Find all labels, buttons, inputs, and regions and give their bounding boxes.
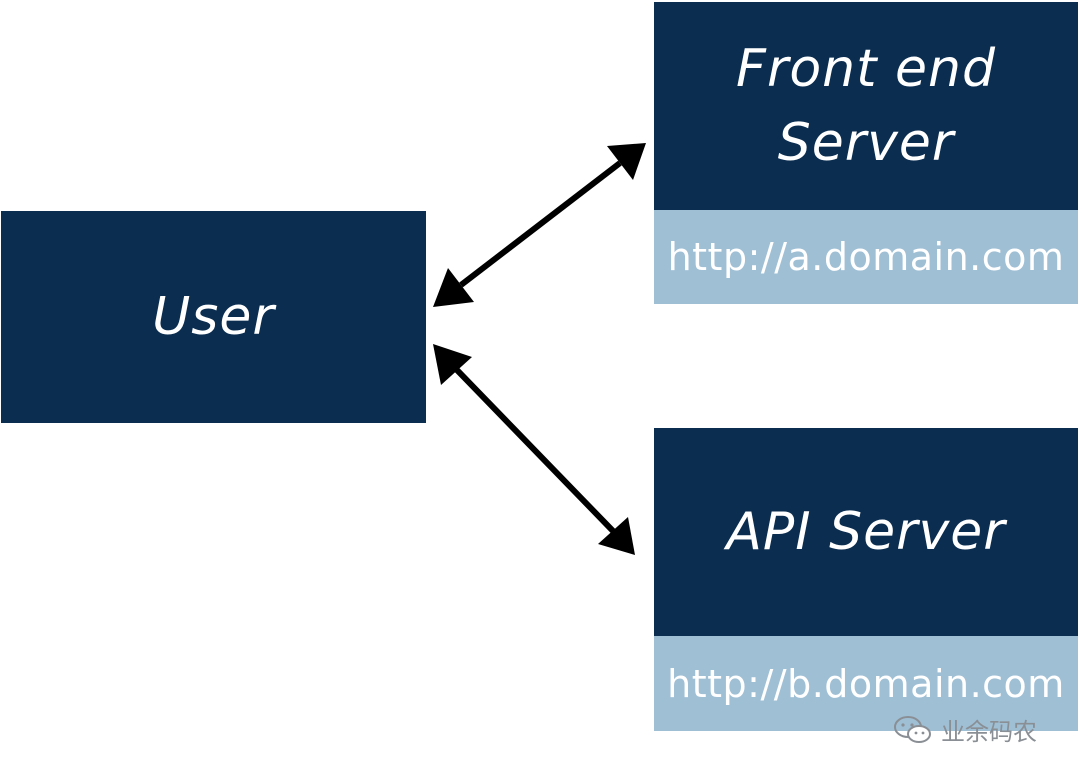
frontend-server-url-box: http://a.domain.com bbox=[654, 210, 1078, 304]
user-api-arrowhead-user-end bbox=[433, 344, 472, 385]
user-api-arrow bbox=[433, 344, 635, 555]
user-frontend-arrowhead-server-end bbox=[607, 143, 646, 180]
user-api-arrowhead-server-end bbox=[598, 517, 635, 555]
user-node: User bbox=[1, 211, 426, 423]
user-api-arrow-shaft bbox=[453, 366, 616, 534]
frontend-server-node: Front end Server bbox=[654, 2, 1078, 210]
watermark-text: 业余码农 bbox=[941, 718, 1037, 746]
api-server-node: API Server bbox=[654, 428, 1078, 636]
wechat-icon bbox=[894, 715, 931, 743]
api-server-url-box: http://b.domain.com bbox=[654, 636, 1078, 731]
frontend-server-url: http://a.domain.com bbox=[667, 235, 1065, 279]
api-server-url: http://b.domain.com bbox=[667, 661, 1065, 706]
user-frontend-arrow bbox=[433, 143, 646, 307]
api-server-label: API Server bbox=[726, 502, 1006, 562]
watermark: 业余码农 bbox=[893, 712, 1037, 747]
frontend-server-label: Front end Server bbox=[736, 39, 996, 173]
user-frontend-arrow-shaft bbox=[459, 160, 622, 288]
user-label: User bbox=[152, 287, 275, 347]
user-frontend-arrowhead-user-end bbox=[433, 268, 474, 307]
